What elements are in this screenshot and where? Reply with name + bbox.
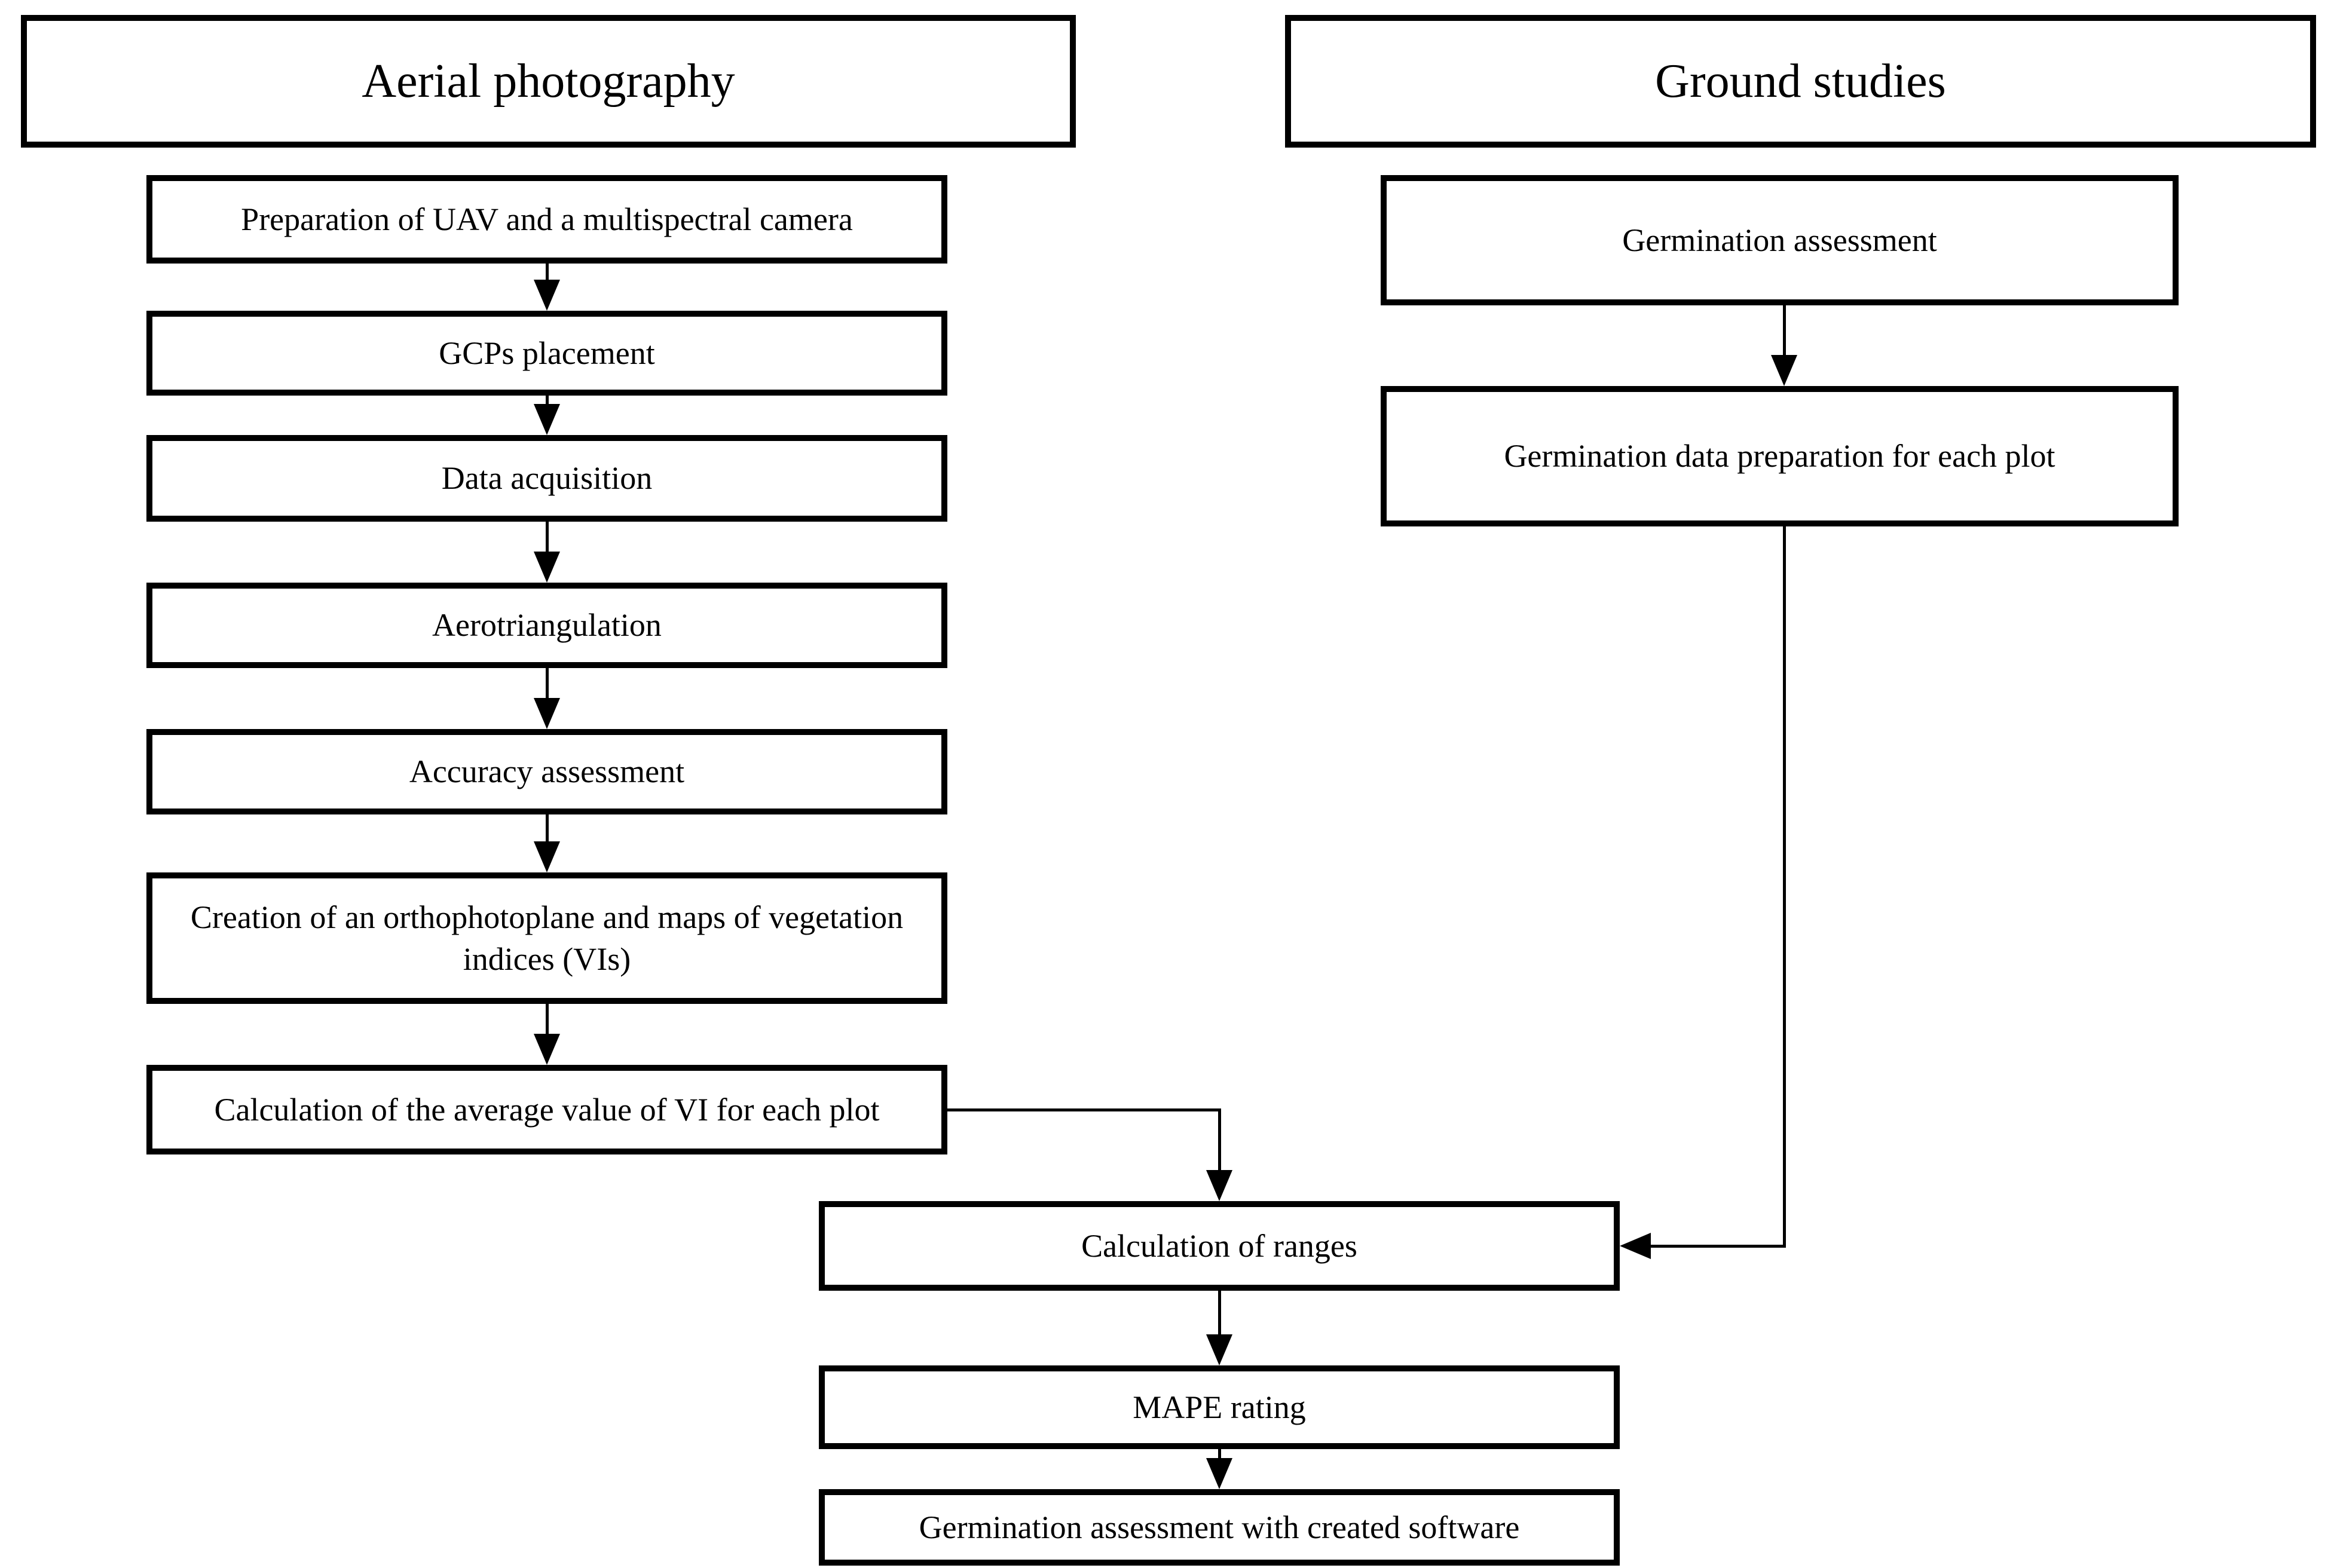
node-germination-data-preparation: Germination data preparation for each pl… [1381,386,2179,526]
node-aerotriangulation: Aerotriangulation [146,583,947,668]
connector-average-vi-to-ranges-horizontal [947,1108,1220,1111]
arrow-gcps-to-acquisition-stem [546,396,549,404]
arrow-acquisition-to-aerotriangulation-head [534,552,560,583]
arrow-ranges-to-mape-stem [1218,1291,1221,1334]
arrow-aerotriangulation-to-accuracy-head [534,698,560,729]
arrow-mape-to-software-head [1206,1458,1232,1489]
column-title-aerial-photography: Aerial photography [21,15,1076,148]
arrow-mape-to-software-stem [1218,1449,1221,1458]
arrow-gcps-to-acquisition-head [534,404,560,435]
node-accuracy-assessment: Accuracy assessment [146,729,947,814]
connector-preparation-to-ranges-vertical [1783,526,1786,1248]
arrow-orthophotoplane-to-average-vi-stem [546,1004,549,1034]
node-calculation-of-ranges: Calculation of ranges [819,1201,1620,1291]
arrow-ranges-to-mape-head [1206,1334,1232,1365]
connector-average-vi-to-ranges-vertical [1218,1108,1221,1170]
column-title-ground-studies: Ground studies [1285,15,2316,148]
arrow-acquisition-to-aerotriangulation-stem [546,522,549,552]
node-mape-rating: MAPE rating [819,1365,1620,1449]
arrow-uav-to-gcps-head [534,280,560,311]
node-gcps-placement: GCPs placement [146,311,947,396]
node-orthophotoplane-vi-maps: Creation of an orthophotoplane and maps … [146,872,947,1004]
node-average-vi-per-plot: Calculation of the average value of VI f… [146,1065,947,1154]
node-germination-assessment: Germination assessment [1381,175,2179,305]
arrow-orthophotoplane-to-average-vi-head [534,1034,560,1065]
arrow-uav-to-gcps-stem [546,264,549,280]
connector-preparation-to-ranges-horizontal [1651,1245,1786,1248]
connector-preparation-to-ranges-head [1620,1233,1651,1259]
arrow-germination-to-preparation-stem [1783,305,1786,355]
arrow-accuracy-to-orthophotoplane-head [534,841,560,872]
arrow-germination-to-preparation-head [1771,355,1797,386]
arrow-accuracy-to-orthophotoplane-stem [546,814,549,841]
connector-average-vi-to-ranges-head [1206,1170,1232,1201]
arrow-aerotriangulation-to-accuracy-stem [546,668,549,698]
node-data-acquisition: Data acquisition [146,435,947,522]
node-preparation-uav-camera: Preparation of UAV and a multispectral c… [146,175,947,264]
node-germination-assessment-software: Germination assessment with created soft… [819,1489,1620,1566]
